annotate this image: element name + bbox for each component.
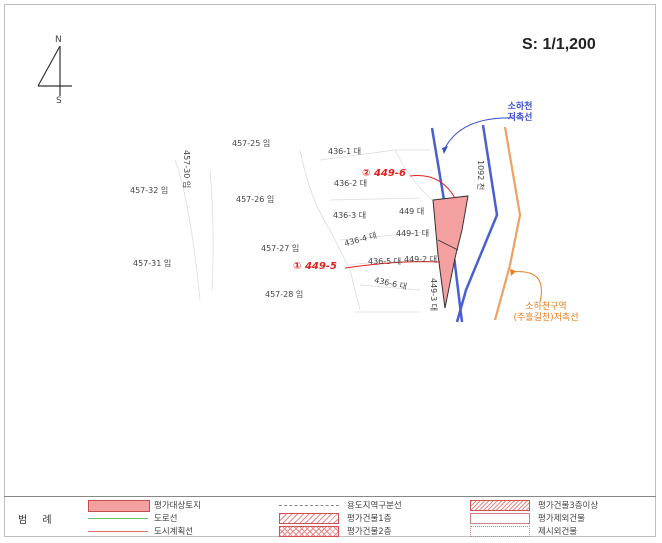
parcel-label: 436-5 대 [368, 257, 402, 266]
parcel-label: 449 대 [399, 207, 425, 216]
blue-boundary-line-2 [455, 124, 499, 323]
parcel-line [394, 149, 433, 201]
parcel-label: 457-28 임 [265, 290, 304, 299]
parcel-label: 457-31 임 [133, 259, 172, 268]
orange-boundary-line [493, 126, 522, 321]
parcel-line [299, 149, 361, 311]
legend-swatch [88, 531, 148, 532]
scale-label: S: 1/1,200 [522, 36, 596, 53]
legend-title: 범 례 [18, 515, 58, 526]
parcel-line [174, 159, 201, 301]
parcel-line [359, 284, 421, 291]
legend-swatch [470, 526, 530, 537]
north-label: N [55, 35, 62, 45]
parcel-label: 449-1 대 [396, 229, 430, 238]
parcel-label: 436-1 대 [328, 147, 362, 156]
legend-swatch [470, 513, 530, 524]
legend-swatch [279, 513, 339, 524]
orange-boundary-label: 소하천구역(주흘길천)저촉선 [513, 302, 579, 323]
parcel-label: 457-32 임 [130, 186, 169, 195]
orange-arrow [511, 271, 542, 303]
parcel-label-vertical: 449-3 대 [429, 278, 438, 312]
leader-arrow-2 [409, 174, 456, 199]
south-label: S [56, 96, 62, 106]
target-parcel [432, 195, 469, 309]
legend: 범 례 평가대상토지 도로선 도시계획선 용도지역구분선 평가건물1층 평가건물… [4, 496, 656, 538]
target-label-2: ② 449-6 [362, 168, 406, 179]
parcel-label: 457-27 임 [261, 244, 300, 253]
parcel-lines [174, 149, 433, 313]
legend-swatch [470, 500, 530, 511]
river-label-vertical: 1092 천 [476, 160, 485, 191]
parcel-line [339, 231, 426, 241]
parcel-label: 449-2 대 [404, 255, 438, 264]
target-label-1: ① 449-5 [293, 261, 337, 272]
parcel-label: 436-3 대 [333, 211, 367, 220]
legend-swatch [279, 505, 339, 506]
parcel-label-vertical: 457-30 임 [182, 150, 191, 189]
parcel-line [329, 197, 421, 201]
parcel-label: 436-2 대 [334, 179, 368, 188]
legend-swatch [279, 526, 339, 537]
north-arrow-icon [37, 45, 72, 96]
parcel-line [209, 169, 214, 291]
blue-arrow [444, 117, 516, 149]
parcel-label: 457-25 임 [232, 139, 271, 148]
legend-swatch [88, 518, 148, 519]
parcel-label: 457-26 임 [236, 195, 275, 204]
leader-arrow-1 [344, 261, 441, 269]
legend-swatch [88, 500, 150, 512]
